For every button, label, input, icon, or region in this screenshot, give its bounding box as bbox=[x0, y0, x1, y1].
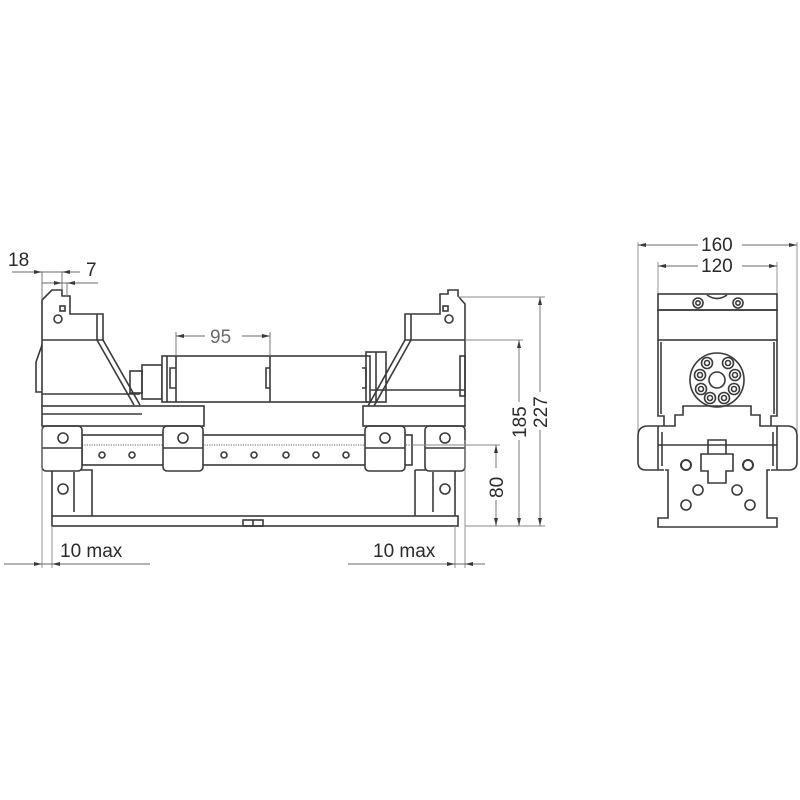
dim-label-80: 80 bbox=[487, 477, 508, 498]
left-support-leg bbox=[51, 469, 93, 516]
guide-rail bbox=[81, 434, 413, 466]
dim-label-left-travel: 10 max bbox=[60, 541, 123, 562]
side-carriages bbox=[637, 425, 798, 471]
dim-widths: 160 120 bbox=[637, 235, 798, 432]
saddle bbox=[664, 405, 771, 427]
front-view: 18 7 95 10 max 10 max bbox=[4, 250, 552, 568]
dim-label-95: 95 bbox=[210, 327, 231, 348]
dim-label-right-travel: 10 max bbox=[373, 541, 436, 562]
jaw-head bbox=[657, 293, 778, 426]
dim-label-120: 120 bbox=[701, 256, 733, 277]
spindle-cylinder bbox=[129, 355, 371, 403]
side-view: 160 120 bbox=[637, 235, 798, 528]
dim-label-185: 185 bbox=[510, 406, 531, 438]
dim-label-160: 160 bbox=[701, 235, 733, 256]
dim-label-7: 7 bbox=[86, 260, 97, 281]
spindle-head bbox=[689, 352, 745, 408]
dim-travel: 10 max 10 max bbox=[4, 426, 485, 568]
right-support-leg bbox=[414, 469, 456, 516]
dim-heights: 80 185 227 bbox=[412, 296, 552, 527]
dim-jaw-step: 18 7 bbox=[8, 250, 98, 300]
left-jaw bbox=[35, 289, 141, 406]
dim-label-18: 18 bbox=[8, 250, 29, 271]
dim-spindle-pitch: 95 bbox=[175, 327, 271, 356]
right-jaw bbox=[365, 289, 466, 407]
dim-label-227: 227 bbox=[531, 396, 552, 428]
base-body bbox=[657, 439, 778, 528]
bolt-circle bbox=[693, 356, 742, 405]
slide-plate bbox=[41, 405, 466, 427]
base-plate bbox=[51, 515, 459, 527]
